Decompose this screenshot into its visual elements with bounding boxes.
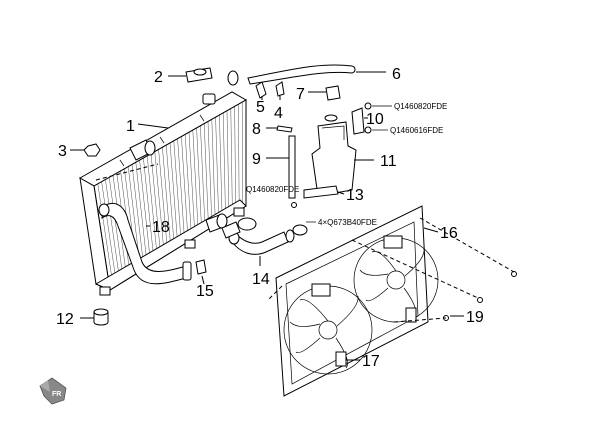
callout-17: 17	[362, 353, 380, 370]
code-bolt-left: Q1460820FDE	[246, 185, 299, 194]
callout-1: 1	[126, 118, 135, 135]
callout-18: 18	[152, 219, 170, 236]
overflow-hose	[247, 64, 356, 85]
callout-12: 12	[56, 311, 74, 328]
drain-plug-3	[83, 143, 101, 157]
fan-shroud	[275, 205, 429, 397]
drain-cock-15	[195, 259, 207, 275]
reservoir-strap	[303, 185, 339, 199]
callout-9: 9	[252, 151, 261, 168]
callout-2: 2	[154, 69, 163, 86]
hose-clip-5	[255, 81, 267, 99]
front-direction-arrow: FR	[39, 377, 67, 405]
callout-13: 13	[346, 187, 364, 204]
callout-3: 3	[58, 143, 67, 160]
mount-bushing-upper	[227, 70, 239, 86]
fan-bolt-19b	[477, 297, 483, 303]
callout-16: 16	[440, 225, 458, 242]
callout-19: 19	[466, 309, 484, 326]
bolt-left-icon	[291, 202, 297, 208]
callout-11: 11	[380, 153, 397, 170]
reservoir-rod	[288, 135, 296, 199]
radiator-fins	[97, 102, 243, 288]
coolant-reservoir	[311, 121, 357, 197]
callout-6: 6	[392, 66, 401, 83]
hose-clip-4	[275, 81, 285, 97]
upper-radiator-hose	[231, 231, 289, 255]
bolt-lower-icon	[364, 126, 372, 134]
callout-8: 8	[252, 121, 261, 138]
fan-bolt-19c	[511, 271, 517, 277]
callout-10: 10	[366, 111, 384, 128]
code-bolt-lower: Q1460616FDE	[390, 126, 443, 135]
reservoir-clamp	[351, 107, 365, 135]
code-clamp-set: 4×Q673B40FDE	[318, 218, 377, 227]
reservoir-bracket	[325, 85, 341, 101]
code-bolt-upper: Q1460820FDE	[394, 102, 447, 111]
callout-4: 4	[274, 105, 283, 122]
bolt-upper-icon	[364, 102, 372, 110]
callout-5: 5	[256, 99, 265, 116]
callout-7: 7	[296, 86, 305, 103]
rubber-mount-12	[93, 311, 109, 326]
radiator-assembly	[78, 91, 248, 296]
front-label: FR	[52, 391, 61, 398]
callout-15: 15	[196, 283, 214, 300]
bolt-8	[276, 125, 293, 133]
callout-14: 14	[252, 271, 270, 288]
